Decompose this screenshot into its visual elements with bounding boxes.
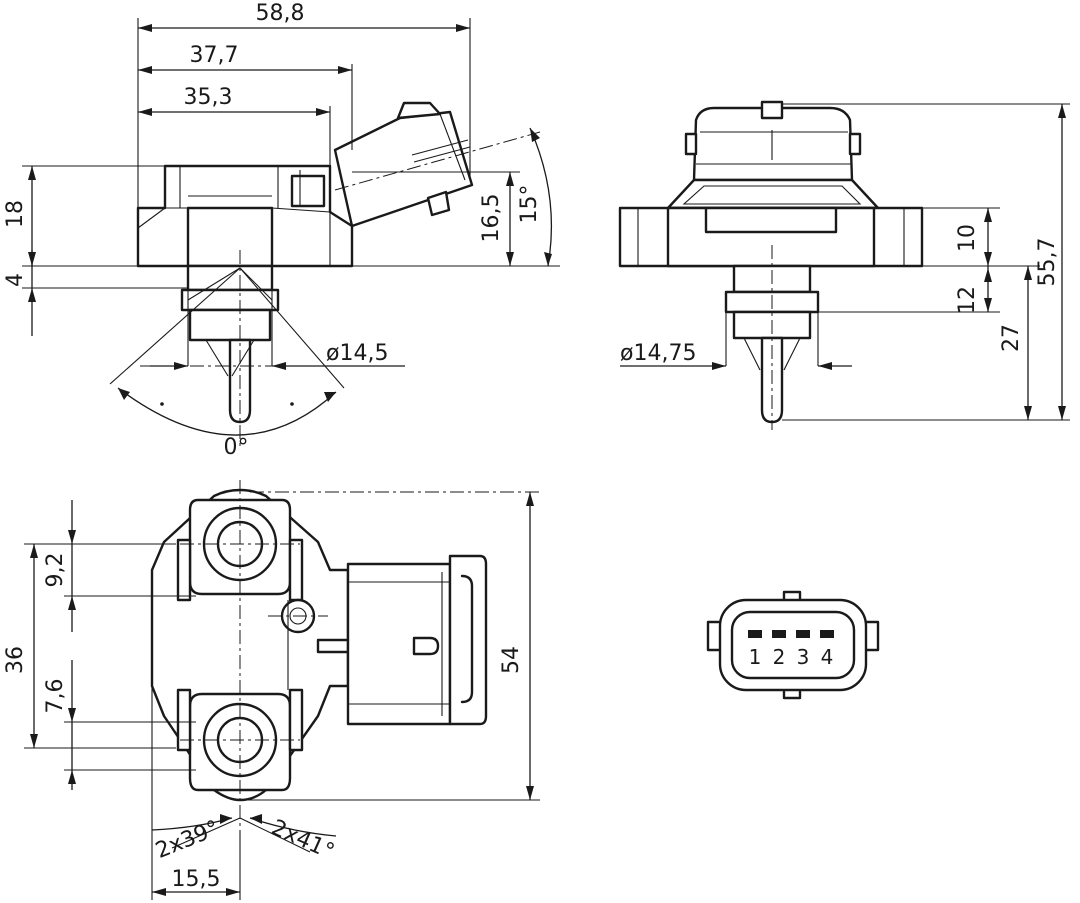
dim-top-width-inner: 35,3 [184, 85, 233, 110]
side-view-body [136, 164, 354, 268]
dim-bottom-hole-spacing: 36 [3, 646, 28, 674]
front-view [618, 100, 924, 430]
dim-connector-height: 16,5 [479, 194, 504, 243]
dim-top-width-mid: 37,7 [190, 43, 239, 68]
top-view-connector [346, 554, 488, 726]
pin-3-label: 3 [797, 645, 810, 669]
top-view [150, 480, 540, 830]
dim-right-height-flange: 10 [955, 224, 980, 252]
front-view-dimensions [620, 103, 1070, 421]
dim-right-height-seal: 12 [955, 286, 980, 314]
side-view [109, 101, 541, 450]
connector-axis [334, 131, 541, 191]
dim-bottom-angle-left: 2x39° [152, 816, 223, 864]
connector-pinout: 1 2 3 4 [706, 590, 880, 700]
front-view-connector [692, 106, 854, 182]
dim-right-diameter: ø14,75 [620, 341, 696, 366]
dim-top-width-total: 58,8 [256, 1, 305, 26]
dim-right-height-nozzle: 27 [999, 324, 1024, 352]
pin-2-label: 2 [773, 645, 786, 669]
dim-left-diameter: ø14,5 [326, 341, 388, 366]
pin-1-label: 1 [749, 645, 762, 669]
dim-bottom-height-total: 54 [499, 646, 524, 674]
dim-bottom-hole-1: 9,2 [43, 553, 68, 588]
side-view-nozzle [180, 264, 280, 424]
side-view-connector [333, 101, 474, 228]
dim-rotation-angle: 0° [224, 435, 249, 460]
side-view-dimensions [22, 18, 560, 370]
top-view-dimensions [24, 492, 540, 900]
dim-bottom-hole-2: 7,6 [43, 679, 68, 714]
dim-bottom-angle-right: 2x41° [267, 815, 337, 865]
rotation-arc [117, 387, 337, 436]
dim-right-height-total: 55,7 [1035, 238, 1060, 287]
dim-left-height-step: 4 [3, 273, 28, 287]
dim-connector-angle: 15° [517, 185, 542, 224]
pin-4-label: 4 [821, 645, 834, 669]
dim-bottom-width: 15,5 [172, 867, 221, 892]
dim-left-height-body: 18 [3, 200, 28, 228]
